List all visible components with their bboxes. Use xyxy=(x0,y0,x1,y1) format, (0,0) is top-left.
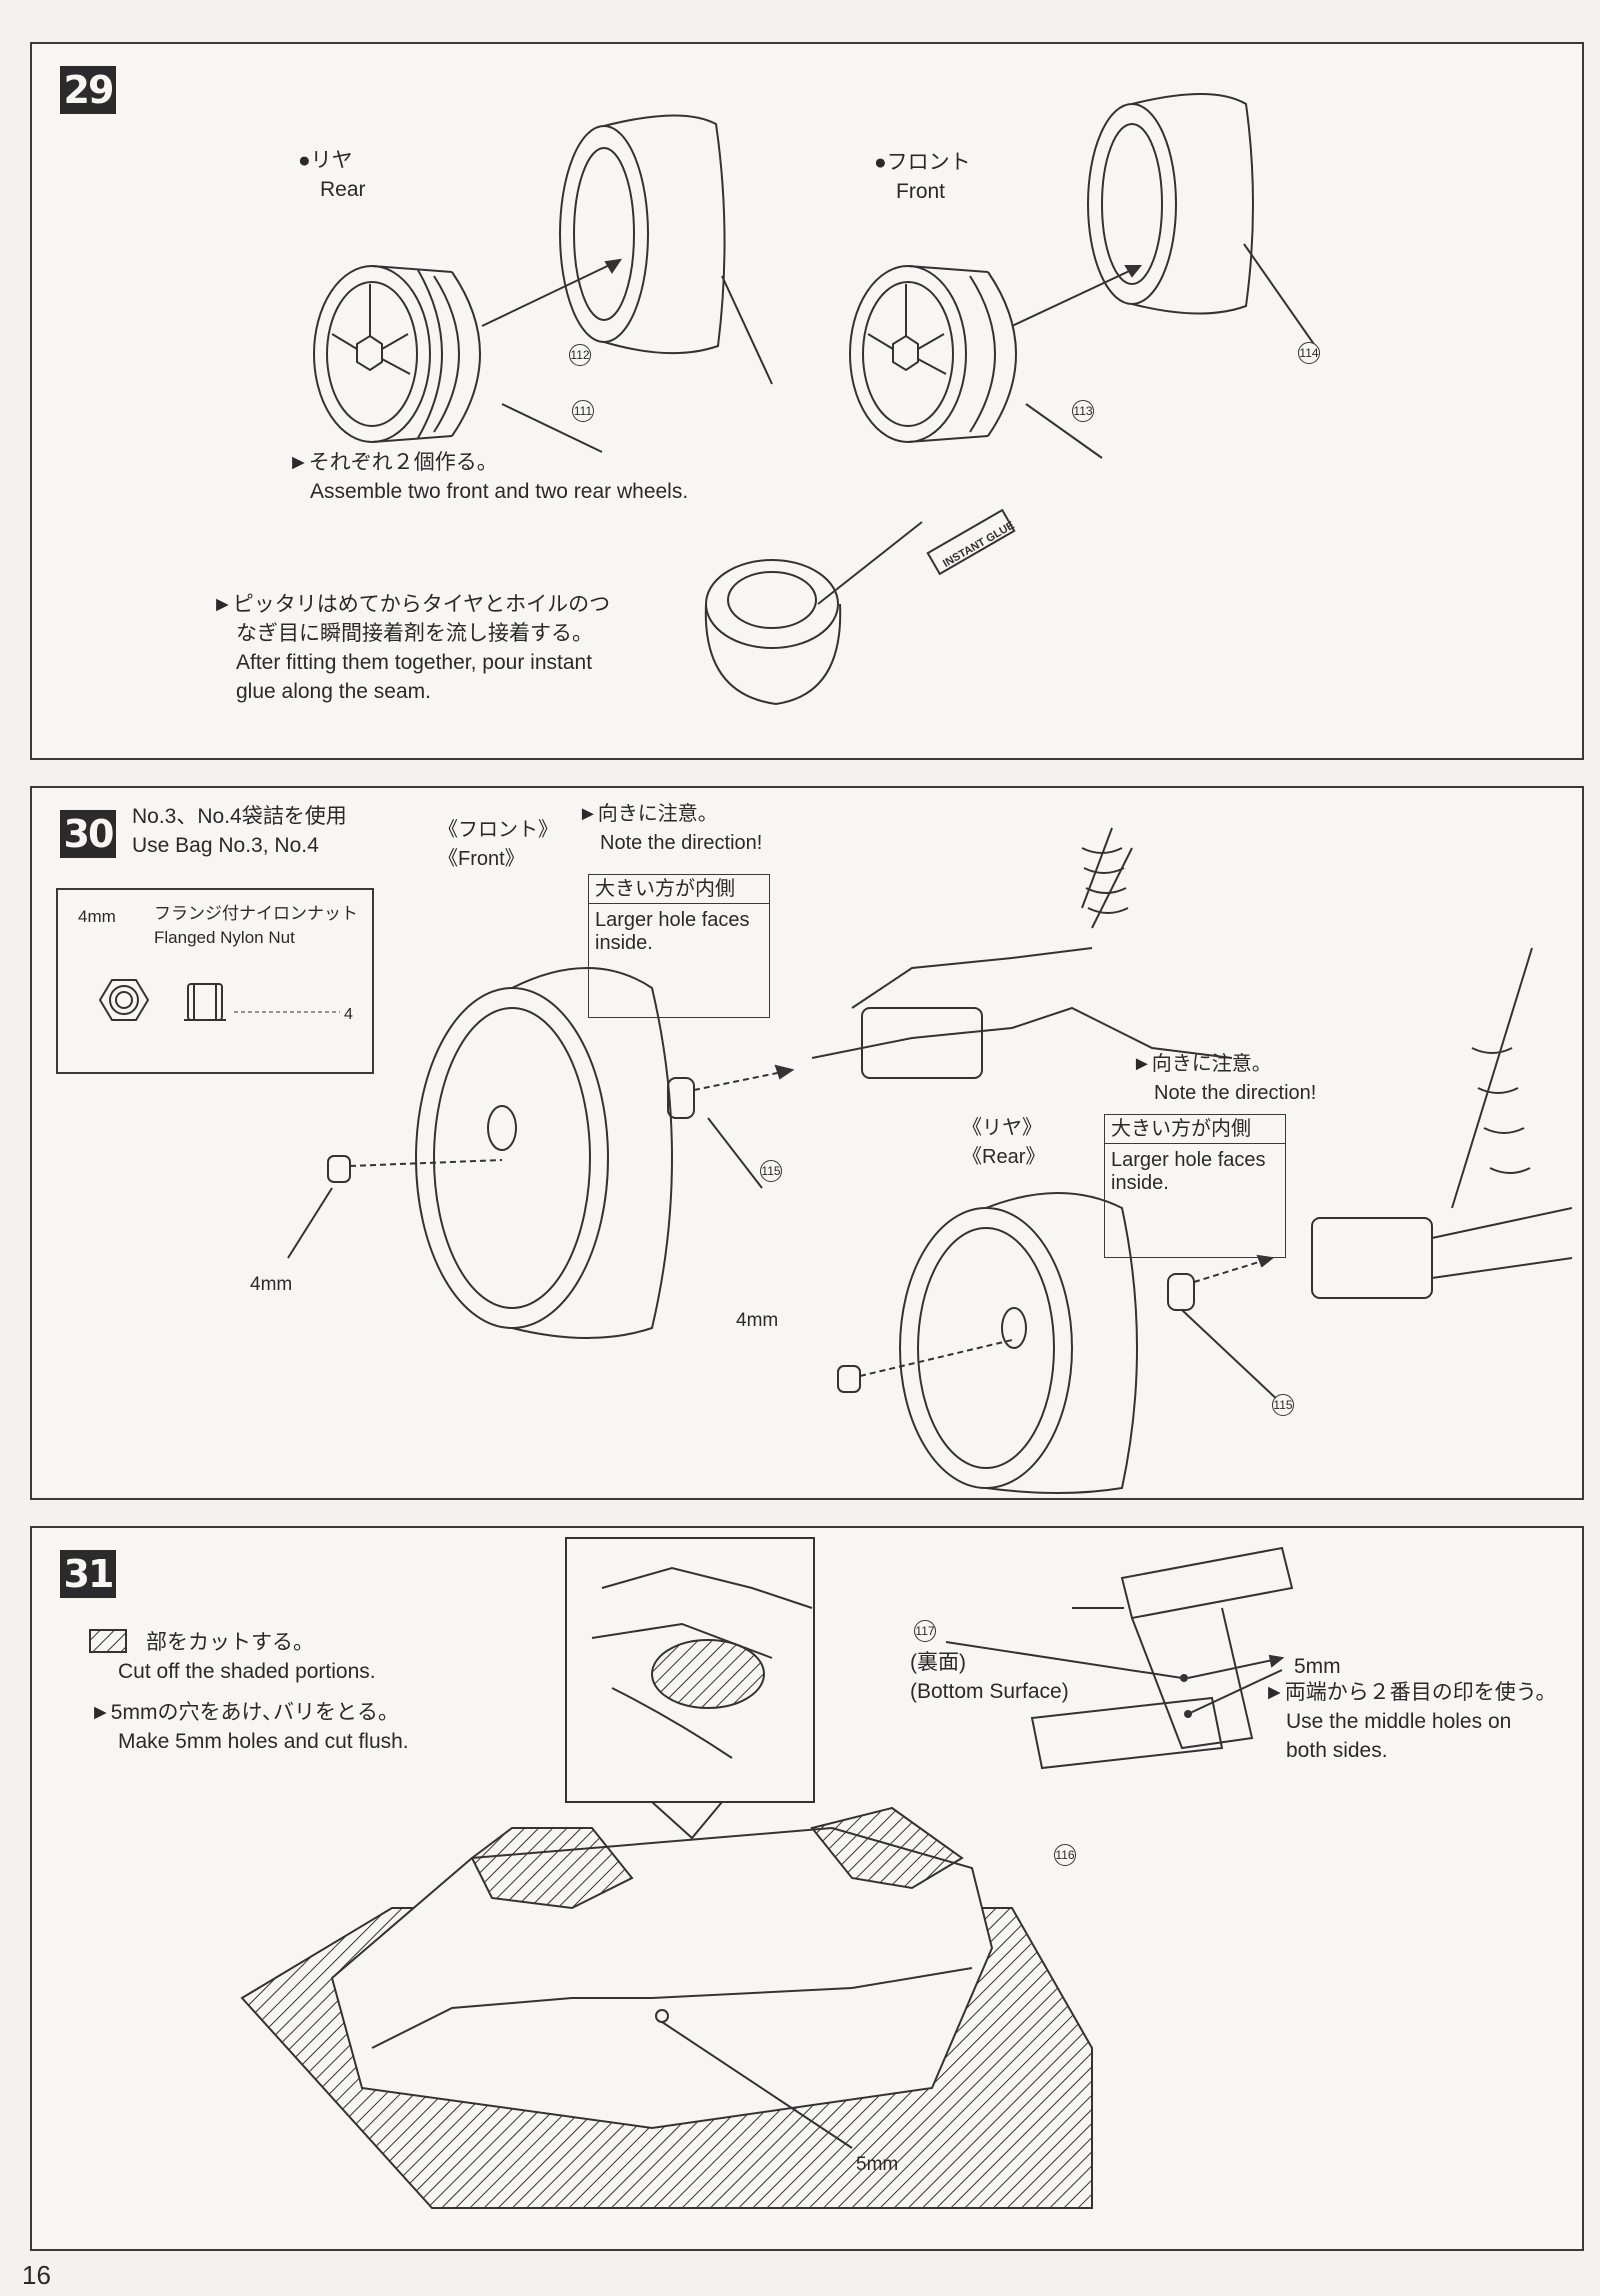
parts-inset: 4mm フランジ付ナイロンナット Flanged Nylon Nut 4 xyxy=(56,888,374,1074)
rear-direction-callout: 大きい方が内側 Larger hole faces inside. xyxy=(1104,1114,1286,1258)
step-number-badge: 29 xyxy=(60,66,116,114)
body-hole-size: 5mm xyxy=(856,2154,899,2175)
holes-instruction: ►5mmの穴をあけ､バリをとる。 Make 5mm holes and cut … xyxy=(90,1701,409,1753)
rear-nut-size: 4mm xyxy=(736,1310,779,1331)
front-direction-callout: 大きい方が内側 Larger hole faces inside. xyxy=(588,874,770,1018)
step-30-illustration xyxy=(287,827,1573,1494)
part-number-115-rear: 115 xyxy=(1272,1394,1294,1416)
step-number-badge: 30 xyxy=(60,810,116,858)
glue-bottle-label-en: INSTANT GLUE xyxy=(941,519,1017,570)
step-number-badge: 31 xyxy=(60,1550,116,1598)
instruction-assemble: ►それぞれ２個作る。 Assemble two front and two re… xyxy=(288,451,689,503)
front-direction-note: ►向きに注意。 Note the direction! xyxy=(578,803,763,854)
cut-instruction: 部をカットする。 Cut off the shaded portions. xyxy=(118,1631,376,1683)
front-label: ●フロント Front xyxy=(874,151,971,203)
part-number-113: 113 xyxy=(1072,400,1094,422)
middle-holes-instruction: ►両端から２番目の印を使う。 Use the middle holes on b… xyxy=(1264,1681,1557,1762)
instruction-glue: ►ピッタリはめてからタイヤとホイルのつ なぎ目に瞬間接着剤を流し接着する。 Af… xyxy=(212,593,611,703)
step-29-illustration: INSTANT GLUE xyxy=(313,93,1319,706)
part-number-116: 116 xyxy=(1054,1844,1076,1866)
rear-label: ●リヤ Rear xyxy=(298,149,366,201)
part-number-117: 117 xyxy=(914,1620,936,1642)
part-name: フランジ付ナイロンナット Flanged Nylon Nut xyxy=(154,904,358,947)
glued-tire-drawing xyxy=(704,508,1016,706)
rear-wheel-drawing xyxy=(313,265,481,443)
front-wheel-drawing xyxy=(849,265,1017,443)
step-31-panel: 31 xyxy=(30,1526,1584,2251)
step-30-panel: 30 No.3、No.4袋詰を使用 Use Bag No.3, No.4 4mm… xyxy=(30,786,1584,1500)
front-label: 《フロント》 《Front》 xyxy=(438,819,558,870)
rear-tire-drawing xyxy=(559,114,726,355)
part-number-112: 112 xyxy=(569,344,591,366)
flanged-nut-drawing xyxy=(98,979,340,1021)
part-size: 4mm xyxy=(78,907,116,926)
part-number-115-front: 115 xyxy=(760,1160,782,1182)
part-number-111: 111 xyxy=(572,400,594,422)
front-nut-size: 4mm xyxy=(250,1274,293,1295)
part-number-114: 114 xyxy=(1298,342,1320,364)
step-31-illustration xyxy=(89,1537,1294,2209)
part-quantity: 4 xyxy=(344,1006,353,1023)
bag-instruction: No.3、No.4袋詰を使用 Use Bag No.3, No.4 xyxy=(132,805,347,857)
page-number: 16 xyxy=(22,2260,51,2290)
shaded-legend-swatch xyxy=(89,1629,127,1653)
front-tire-drawing xyxy=(1087,93,1254,315)
wing-hole-size: 5mm xyxy=(1294,1655,1341,1678)
rear-label: 《リヤ》 《Rear》 xyxy=(962,1117,1046,1168)
step-29-panel: 29 xyxy=(30,42,1584,760)
bottom-surface-label: (裏面) (Bottom Surface) xyxy=(910,1651,1069,1703)
rear-direction-note: ►向きに注意。 Note the direction! xyxy=(1132,1053,1317,1104)
